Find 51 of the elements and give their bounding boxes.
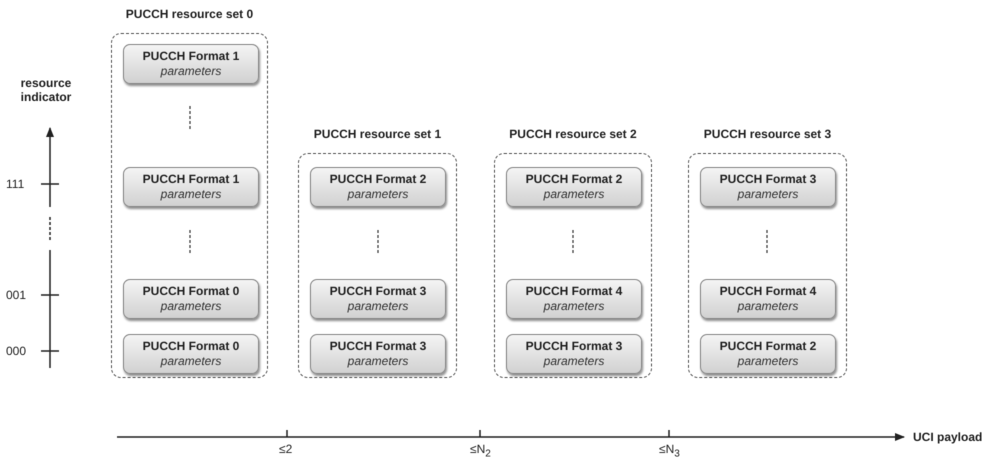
format-title: PUCCH Format 4 bbox=[526, 284, 622, 299]
format-parameters: parameters bbox=[544, 187, 604, 202]
format-title: PUCCH Format 2 bbox=[330, 172, 426, 187]
resource-set-heading: PUCCH resource set 0 bbox=[124, 7, 254, 21]
format-title: PUCCH Format 2 bbox=[720, 339, 816, 354]
format-parameters: parameters bbox=[160, 64, 222, 79]
format-parameters: parameters bbox=[738, 299, 798, 314]
format-box bbox=[123, 44, 259, 84]
format-parameters: parameters bbox=[544, 299, 604, 314]
format-box bbox=[700, 279, 836, 319]
resource-set-heading: PUCCH resource set 2 bbox=[508, 127, 638, 141]
format-box bbox=[310, 167, 446, 207]
axis-label: ≤2 bbox=[279, 442, 292, 456]
format-title: PUCCH Format 2 bbox=[526, 172, 622, 187]
format-title: PUCCH Format 3 bbox=[330, 284, 426, 299]
axis-label: UCI payload bbox=[913, 430, 982, 444]
format-title: PUCCH Format 3 bbox=[720, 172, 816, 187]
format-parameters: parameters bbox=[160, 187, 222, 202]
axis-label: resource indicator bbox=[20, 76, 72, 104]
format-box bbox=[310, 334, 446, 374]
format-title: PUCCH Format 4 bbox=[720, 284, 816, 299]
format-parameters: parameters bbox=[348, 354, 408, 369]
format-box bbox=[506, 167, 642, 207]
axis-label: 111 bbox=[6, 177, 24, 191]
format-title: PUCCH Format 1 bbox=[142, 172, 240, 187]
format-title: PUCCH Format 0 bbox=[142, 284, 240, 299]
format-box bbox=[123, 167, 259, 207]
format-parameters: parameters bbox=[160, 354, 222, 369]
resource-set-heading: PUCCH resource set 1 bbox=[312, 127, 442, 141]
format-parameters: parameters bbox=[160, 299, 222, 314]
format-title: PUCCH Format 0 bbox=[142, 339, 240, 354]
axis-label: ≤N$_{2}$ bbox=[470, 442, 491, 460]
format-box bbox=[123, 279, 259, 319]
format-box bbox=[506, 334, 642, 374]
format-title: PUCCH Format 3 bbox=[526, 339, 622, 354]
format-box bbox=[123, 334, 259, 374]
axis-label: 001 bbox=[6, 288, 26, 302]
format-parameters: parameters bbox=[544, 354, 604, 369]
format-parameters: parameters bbox=[348, 187, 408, 202]
axis-label: ≤N$_{3}$ bbox=[659, 442, 680, 460]
axis-label: 000 bbox=[6, 344, 26, 358]
resource-set-heading: PUCCH resource set 3 bbox=[702, 127, 832, 141]
format-parameters: parameters bbox=[348, 299, 408, 314]
format-parameters: parameters bbox=[738, 187, 798, 202]
format-parameters: parameters bbox=[738, 354, 798, 369]
format-box bbox=[700, 167, 836, 207]
format-title: PUCCH Format 3 bbox=[330, 339, 426, 354]
format-title: PUCCH Format 1 bbox=[142, 49, 240, 64]
format-box bbox=[506, 279, 642, 319]
format-box bbox=[700, 334, 836, 374]
format-box bbox=[310, 279, 446, 319]
